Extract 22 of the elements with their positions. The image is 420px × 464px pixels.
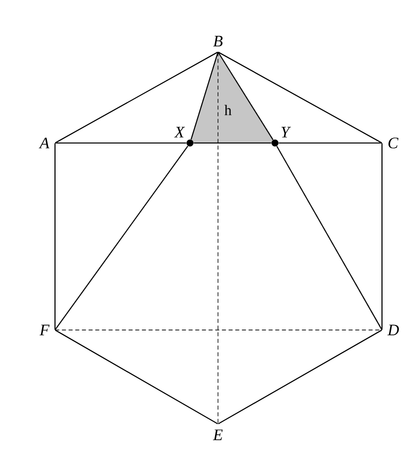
line-segment: [218, 330, 382, 424]
line-segment: [276, 146, 382, 330]
line-segment: [381, 143, 383, 330]
line-segment: [278, 142, 382, 144]
point-label: E: [212, 430, 223, 440]
line-segment: [55, 142, 186, 144]
line-segment: [218, 52, 382, 144]
point-label: D: [387, 324, 399, 336]
point-label: A: [38, 138, 50, 148]
line-segment: [190, 52, 218, 140]
line-segment: [55, 52, 218, 144]
point-label: F: [40, 324, 50, 336]
line-segment: [54, 146, 188, 330]
height-label: h: [224, 104, 232, 116]
point-label: Y: [272, 126, 291, 146]
line-segment: [54, 143, 56, 330]
line-segment: [218, 52, 274, 140]
point-label: X: [174, 126, 194, 146]
point-label: C: [388, 138, 398, 148]
line-segment: [55, 330, 218, 424]
line-segment: [194, 142, 272, 144]
point-label: B: [213, 36, 223, 46]
